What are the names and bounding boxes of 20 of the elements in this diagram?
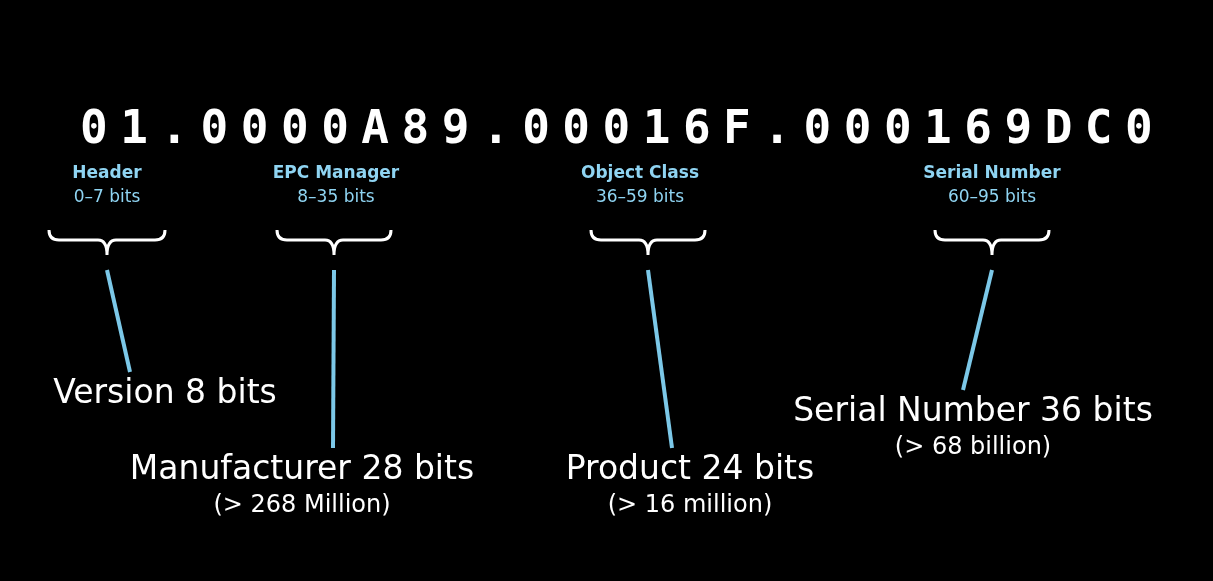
leader-line	[961, 269, 994, 391]
callout-text: Manufacturer 28 bits	[129, 448, 475, 488]
callout-text: Product 24 bits	[565, 448, 815, 488]
callout-text: Serial Number 36 bits	[793, 390, 1153, 430]
field-name: Header	[71, 161, 143, 184]
leader-line	[331, 270, 336, 448]
note-text: (> 268 Million)	[213, 489, 391, 520]
leader-line	[105, 269, 132, 373]
leader-line	[646, 269, 674, 449]
note-text: (> 68 billion)	[894, 431, 1052, 462]
bit-range: 0–7 bits	[72, 185, 142, 208]
bit-range: 8–35 bits	[296, 185, 376, 208]
field-name: Serial Number	[922, 161, 1062, 184]
code-number: 01.0000A89.00016F.000169DC0	[80, 100, 1166, 154]
note-text: (> 16 million)	[607, 489, 773, 520]
field-name: EPC Manager	[271, 161, 401, 184]
bit-range: 36–59 bits	[594, 185, 686, 208]
bit-range: 60–95 bits	[946, 185, 1038, 208]
field-name: Object Class	[579, 161, 701, 184]
callout-text: Version 8 bits	[53, 372, 277, 412]
